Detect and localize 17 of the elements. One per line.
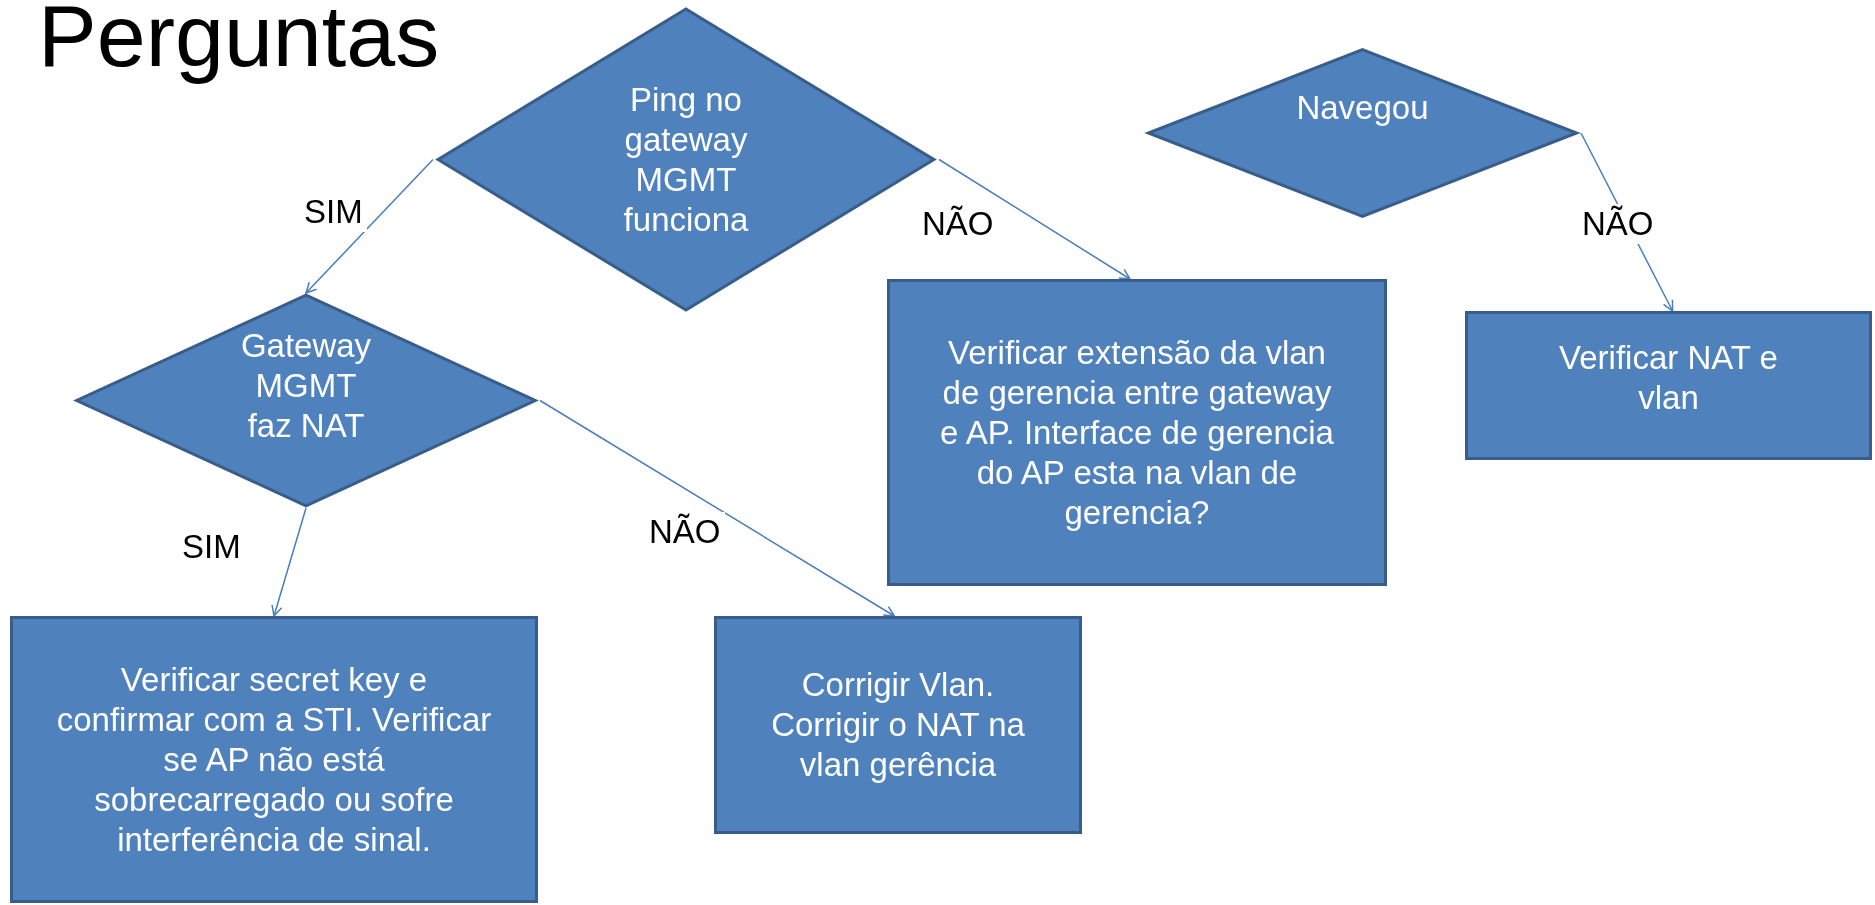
node-text: Verificar extensão da vlan de gerencia entre gateway e AP. Interface de gerencia do AP esta na vlan de gerencia? — [939, 332, 1335, 533]
node-text: Corrigir Vlan. Corrigir o NAT na vlan gerência — [770, 665, 1026, 785]
decision-diamond — [72, 293, 540, 508]
process-box — [1465, 311, 1872, 460]
node-text: Verificar secret key e confirmar com a STI. Verificar se AP não está sobrecarregado ou sofre interferência de sinal. — [55, 659, 493, 860]
node-text: Navegou — [1295, 88, 1430, 128]
process-box — [714, 616, 1082, 834]
process-box — [10, 616, 538, 903]
node-text: Gateway MGMT faz NAT — [239, 325, 373, 446]
process-box — [887, 279, 1387, 586]
arrow — [539, 399, 896, 617]
arrow — [305, 158, 434, 294]
decision-diamond — [1144, 48, 1581, 218]
arrow — [938, 158, 1131, 280]
node-text: Ping no gateway MGMT funciona — [622, 79, 750, 240]
arrow — [271, 507, 307, 617]
node-text: Verificar NAT e vlan — [1558, 337, 1779, 418]
